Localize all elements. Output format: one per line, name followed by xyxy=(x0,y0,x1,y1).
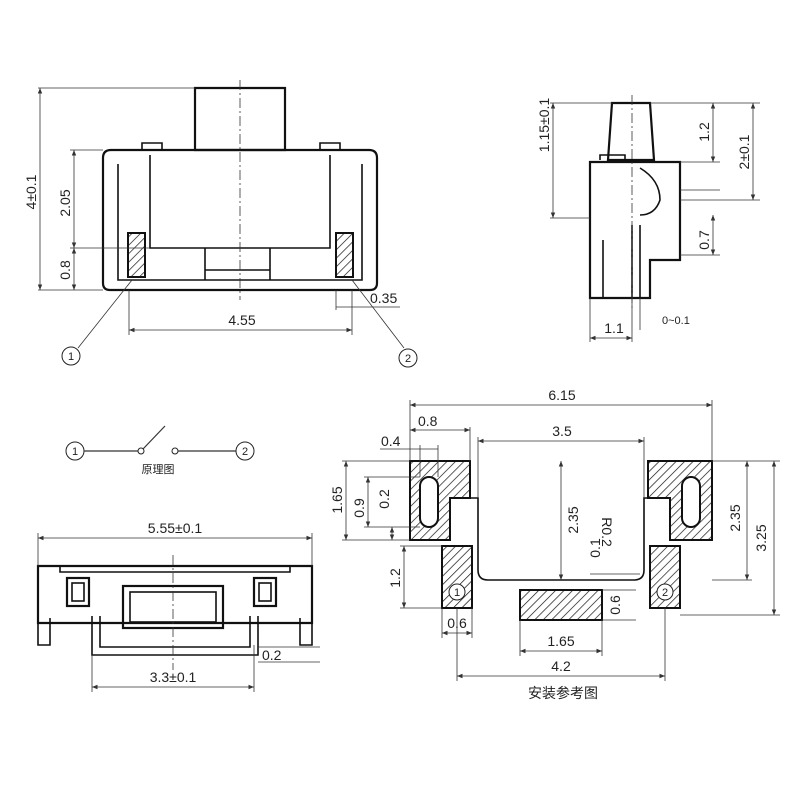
bottom-inner-width-label: 3.3±0.1 xyxy=(150,669,197,685)
front-terminal-width-label: 0.35 xyxy=(370,290,397,306)
footprint-slot-height-label: 0.9 xyxy=(351,498,367,518)
footprint-right-height-label: 2.35 xyxy=(727,504,743,531)
footprint-slot-gap-label: 0.2 xyxy=(376,489,392,509)
footprint-center-height-label: 2.35 xyxy=(565,506,581,533)
footprint: 1 2 6.15 0.8 0.4 3.5 1.65 0.9 0.2 xyxy=(329,387,780,702)
front-view: 4±0.1 2.05 0.8 4.55 0.35 1 2 xyxy=(23,80,418,368)
bottom-view: 5.55±0.1 3.3±0.1 0.2 xyxy=(36,520,320,692)
footprint-slot-width-label: 0.4 xyxy=(381,433,401,449)
footprint-slot-pad-right xyxy=(647,460,713,541)
schematic-label: 原理图 xyxy=(142,463,175,476)
side-width-label: 1.1 xyxy=(604,320,624,336)
footprint-pad-span-label: 4.2 xyxy=(551,658,571,674)
front-terminal-1-label: 1 xyxy=(68,351,74,363)
bottom-pad-right xyxy=(252,576,278,608)
footprint-inner-span-label: 3.5 xyxy=(552,423,572,439)
footprint-radius-label: R0.2 xyxy=(599,517,615,547)
bottom-width-label: 5.55±0.1 xyxy=(148,520,203,536)
footprint-pad-1-label: 1 xyxy=(454,587,460,599)
footprint-small-gap-label: 0.1 xyxy=(587,538,603,558)
footprint-slot-offset-label: 0.8 xyxy=(418,413,438,429)
footprint-title: 安装参考图 xyxy=(528,685,598,702)
front-height-terminal-label: 0.8 xyxy=(57,260,73,280)
footprint-right-total-label: 3.25 xyxy=(753,524,769,551)
footprint-center-pad xyxy=(519,589,603,621)
footprint-pad-2-label: 2 xyxy=(662,587,668,599)
front-terminal-2-label: 2 xyxy=(405,353,411,365)
front-terminal-left xyxy=(127,232,146,278)
schematic: 1 2 原理图 xyxy=(65,425,255,476)
bottom-pad-left xyxy=(65,576,91,608)
side-view: 1.15±0.1 1.2 2±0.1 0.7 1.1 0~0.1 xyxy=(536,95,760,342)
front-terminal-right xyxy=(335,232,354,278)
footprint-pad-gap-label: 0.6 xyxy=(607,595,623,615)
side-actuator-top-label: 1.2 xyxy=(696,122,712,142)
footprint-height-left-label: 1.65 xyxy=(329,486,345,513)
schematic-terminal-2-label: 2 xyxy=(242,446,248,458)
side-gap-label: 0~0.1 xyxy=(662,315,690,327)
footprint-pad-height-label: 1.2 xyxy=(387,568,403,588)
bottom-thickness-label: 0.2 xyxy=(262,647,282,663)
footprint-center-pad-label: 1.65 xyxy=(547,633,574,649)
side-overall-label: 2±0.1 xyxy=(736,134,752,169)
side-actuator-height-label: 1.15±0.1 xyxy=(536,98,552,153)
footprint-overall-width-label: 6.15 xyxy=(548,387,575,403)
schematic-terminal-1-label: 1 xyxy=(72,446,78,458)
front-height-total-label: 4±0.1 xyxy=(23,174,39,209)
terminal-2-marker xyxy=(398,348,418,368)
front-pitch-label: 4.55 xyxy=(228,312,255,328)
side-lower-label: 0.7 xyxy=(696,230,712,250)
terminal-1-marker xyxy=(61,346,81,366)
front-height-body-label: 2.05 xyxy=(57,189,73,216)
